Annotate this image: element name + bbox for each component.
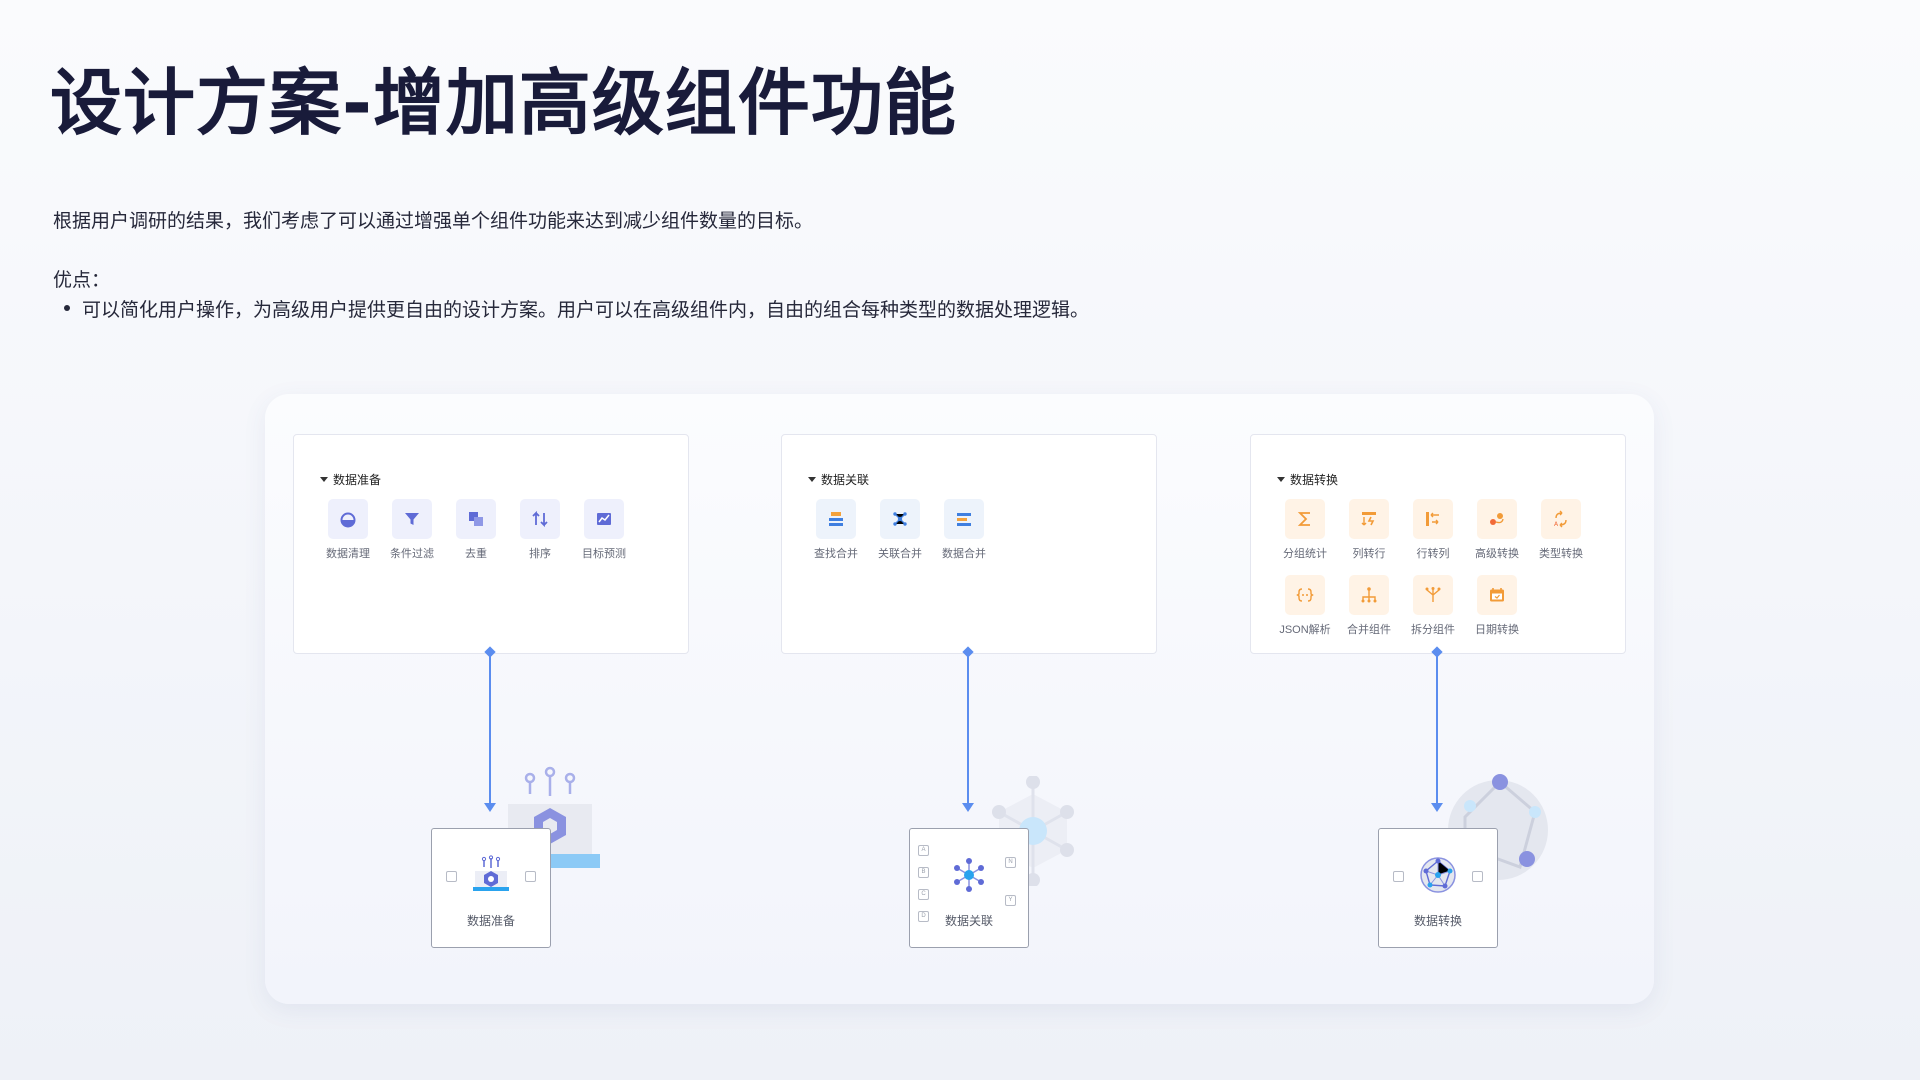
page-title: 设计方案-增加高级组件功能 [50, 61, 957, 145]
advanced-transform-icon [1477, 499, 1517, 539]
output-port-n[interactable]: N [1005, 857, 1016, 868]
col-to-row-icon [1349, 499, 1389, 539]
trend-icon [584, 499, 624, 539]
input-port-b[interactable]: B [918, 867, 929, 878]
diagram-panel: 数据准备 数据清理 条件过滤 去重 [265, 394, 1654, 1004]
caret-down-icon [808, 477, 816, 482]
group-header-data-prep[interactable]: 数据准备 [320, 471, 381, 488]
tool-json-parse[interactable]: JSON解析 [1273, 575, 1337, 637]
connector-line [967, 656, 969, 806]
sort-icon [520, 499, 560, 539]
tool-data-clean[interactable]: 数据清理 [316, 499, 380, 561]
connector-line [1436, 656, 1438, 806]
connector-arrow [962, 803, 974, 812]
tool-lookup-merge[interactable]: 查找合并 [804, 499, 868, 561]
tool-group-stats[interactable]: 分组统计 [1273, 499, 1337, 561]
node-data-prep[interactable]: 数据准备 [431, 828, 551, 948]
tool-join-merge[interactable]: 关联合并 [868, 499, 932, 561]
connector-line [489, 656, 491, 806]
input-port-a[interactable]: A [918, 845, 929, 856]
filter-icon [392, 499, 432, 539]
tool-date-convert[interactable]: 日期转换 [1465, 575, 1529, 637]
globe-network-icon [1420, 857, 1456, 893]
intro-text: 根据用户调研的结果，我们考虑了可以通过增强单个组件功能来达到减少组件数量的目标。 [53, 211, 814, 232]
group-card-data-association: 数据关联 查找合并 关联合并 数据合并 [781, 434, 1157, 654]
input-port[interactable] [446, 871, 457, 882]
pros-list: 可以简化用户操作，为高级用户提供更自由的设计方案。用户可以在高级组件内，自由的组… [62, 295, 1089, 322]
node-data-transform[interactable]: 数据转换 [1378, 828, 1498, 948]
json-icon [1285, 575, 1325, 615]
input-port-c[interactable]: C [918, 889, 929, 900]
output-port[interactable] [1472, 871, 1483, 882]
svg-text:A: A [1554, 521, 1559, 528]
connector-arrow [484, 803, 496, 812]
tool-data-merge[interactable]: 数据合并 [932, 499, 996, 561]
tool-split-component[interactable]: 拆分组件 [1401, 575, 1465, 637]
type-convert-icon: A [1541, 499, 1581, 539]
connector-arrow [1431, 803, 1443, 812]
caret-down-icon [320, 477, 328, 482]
tool-type-convert[interactable]: A 类型转换 [1529, 499, 1593, 561]
dedupe-icon [456, 499, 496, 539]
tool-advanced-transform[interactable]: 高级转换 [1465, 499, 1529, 561]
group-card-data-prep: 数据准备 数据清理 条件过滤 去重 [293, 434, 689, 654]
merge-tree-icon [1349, 575, 1389, 615]
input-port-d[interactable]: D [918, 911, 929, 922]
tool-merge-component[interactable]: 合并组件 [1337, 575, 1401, 637]
node-data-association[interactable]: A B C D N Y 数据关联 [909, 828, 1029, 948]
group-header-data-transform[interactable]: 数据转换 [1277, 471, 1338, 488]
caret-down-icon [1277, 477, 1285, 482]
stack-merge-icon [944, 499, 984, 539]
drop-icon [328, 499, 368, 539]
tool-condition-filter[interactable]: 条件过滤 [380, 499, 444, 561]
tool-sort[interactable]: 排序 [508, 499, 572, 561]
pros-label: 优点： [53, 270, 111, 291]
row-to-col-icon [1413, 499, 1453, 539]
tool-row-to-col[interactable]: 行转列 [1401, 499, 1465, 561]
hub-icon [954, 858, 984, 892]
group-header-data-association[interactable]: 数据关联 [808, 471, 869, 488]
output-port[interactable] [525, 871, 536, 882]
group-card-data-transform: 数据转换 分组统计 列转行 行转列 [1250, 434, 1626, 654]
input-port[interactable] [1393, 871, 1404, 882]
pros-item: 可以简化用户操作，为高级用户提供更自由的设计方案。用户可以在高级组件内，自由的组… [62, 295, 1089, 322]
calendar-icon [1477, 575, 1517, 615]
network-icon [880, 499, 920, 539]
tool-target-predict[interactable]: 目标预测 [572, 499, 636, 561]
split-icon [1413, 575, 1453, 615]
chip-hexagon-icon [473, 855, 509, 891]
tool-dedupe[interactable]: 去重 [444, 499, 508, 561]
lookup-merge-icon [816, 499, 856, 539]
tool-col-to-row[interactable]: 列转行 [1337, 499, 1401, 561]
output-port-y[interactable]: Y [1005, 895, 1016, 906]
sigma-icon [1285, 499, 1325, 539]
